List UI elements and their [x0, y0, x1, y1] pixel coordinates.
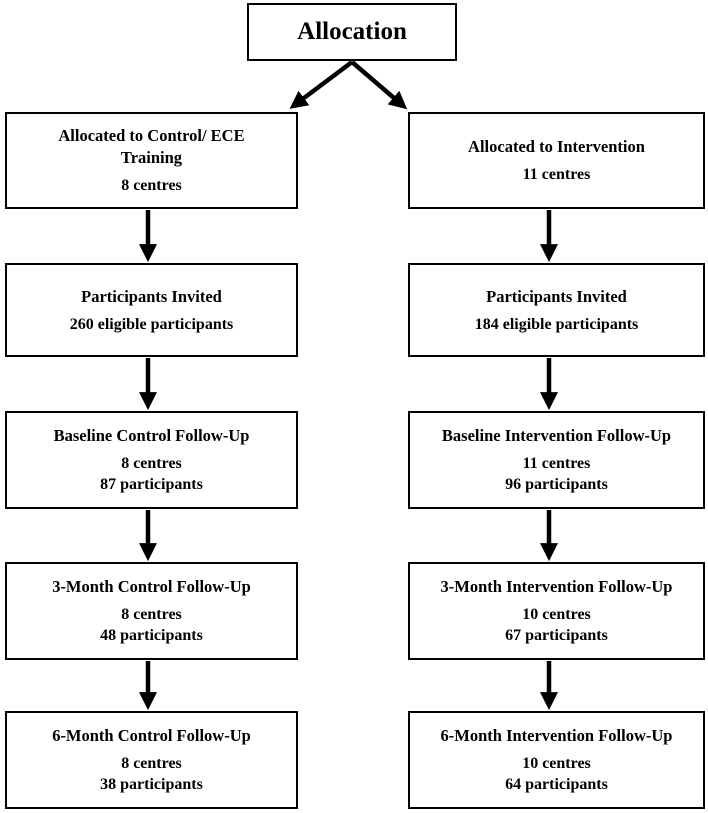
intervention-allocated-box: Allocated to Intervention 11 centres — [408, 112, 705, 209]
control-allocated-centres: 8 centres — [121, 177, 182, 194]
intervention-3month-title: 3-Month Intervention Follow-Up — [440, 577, 673, 596]
intervention-3month-centres: 10 centres — [522, 606, 591, 623]
control-6month-participants: 38 participants — [100, 776, 203, 793]
intervention-6month-participants: 64 participants — [505, 776, 608, 793]
intervention-invited-count: 184 eligible participants — [474, 315, 639, 333]
intervention-baseline-centres: 11 centres — [522, 455, 591, 472]
control-baseline-box: Baseline Control Follow-Up 8 centres 87 … — [5, 411, 298, 509]
intervention-6month-title: 6-Month Intervention Follow-Up — [440, 726, 673, 745]
control-3month-participants: 48 participants — [100, 627, 203, 644]
control-baseline-centres: 8 centres — [121, 455, 182, 472]
intervention-allocated-centres: 11 centres — [522, 166, 591, 183]
control-3month-title: 3-Month Control Follow-Up — [52, 577, 251, 596]
intervention-3month-box: 3-Month Intervention Follow-Up 10 centre… — [408, 562, 705, 660]
control-6month-box: 6-Month Control Follow-Up 8 centres 38 p… — [5, 711, 298, 809]
intervention-baseline-box: Baseline Intervention Follow-Up 11 centr… — [408, 411, 705, 509]
control-6month-centres: 8 centres — [121, 755, 182, 772]
allocation-title: Allocation — [297, 18, 407, 45]
intervention-6month-centres: 10 centres — [522, 755, 591, 772]
control-baseline-participants: 87 participants — [100, 476, 203, 493]
allocation-box: Allocation — [247, 3, 457, 61]
intervention-allocated-title: Allocated to Intervention — [468, 137, 645, 156]
control-invited-count: 260 eligible participants — [69, 315, 234, 333]
control-3month-box: 3-Month Control Follow-Up 8 centres 48 p… — [5, 562, 298, 660]
control-6month-title: 6-Month Control Follow-Up — [52, 726, 251, 745]
control-baseline-title: Baseline Control Follow-Up — [53, 426, 250, 445]
intervention-invited-title: Participants Invited — [486, 286, 627, 306]
control-invited-box: Participants Invited 260 eligible partic… — [5, 263, 298, 357]
intervention-baseline-participants: 96 participants — [505, 476, 608, 493]
control-allocated-box: Allocated to Control/ ECE Training 8 cen… — [5, 112, 298, 209]
arrow-allocation-to-control — [289, 60, 354, 109]
intervention-3month-participants: 67 participants — [505, 627, 608, 644]
intervention-6month-box: 6-Month Intervention Follow-Up 10 centre… — [408, 711, 705, 809]
control-3month-centres: 8 centres — [121, 606, 182, 623]
control-allocated-title: Allocated to Control/ ECE Training — [58, 126, 245, 167]
control-invited-title: Participants Invited — [81, 286, 222, 306]
arrow-allocation-to-intervention — [350, 60, 408, 110]
intervention-invited-box: Participants Invited 184 eligible partic… — [408, 263, 705, 357]
intervention-baseline-title: Baseline Intervention Follow-Up — [441, 426, 672, 445]
